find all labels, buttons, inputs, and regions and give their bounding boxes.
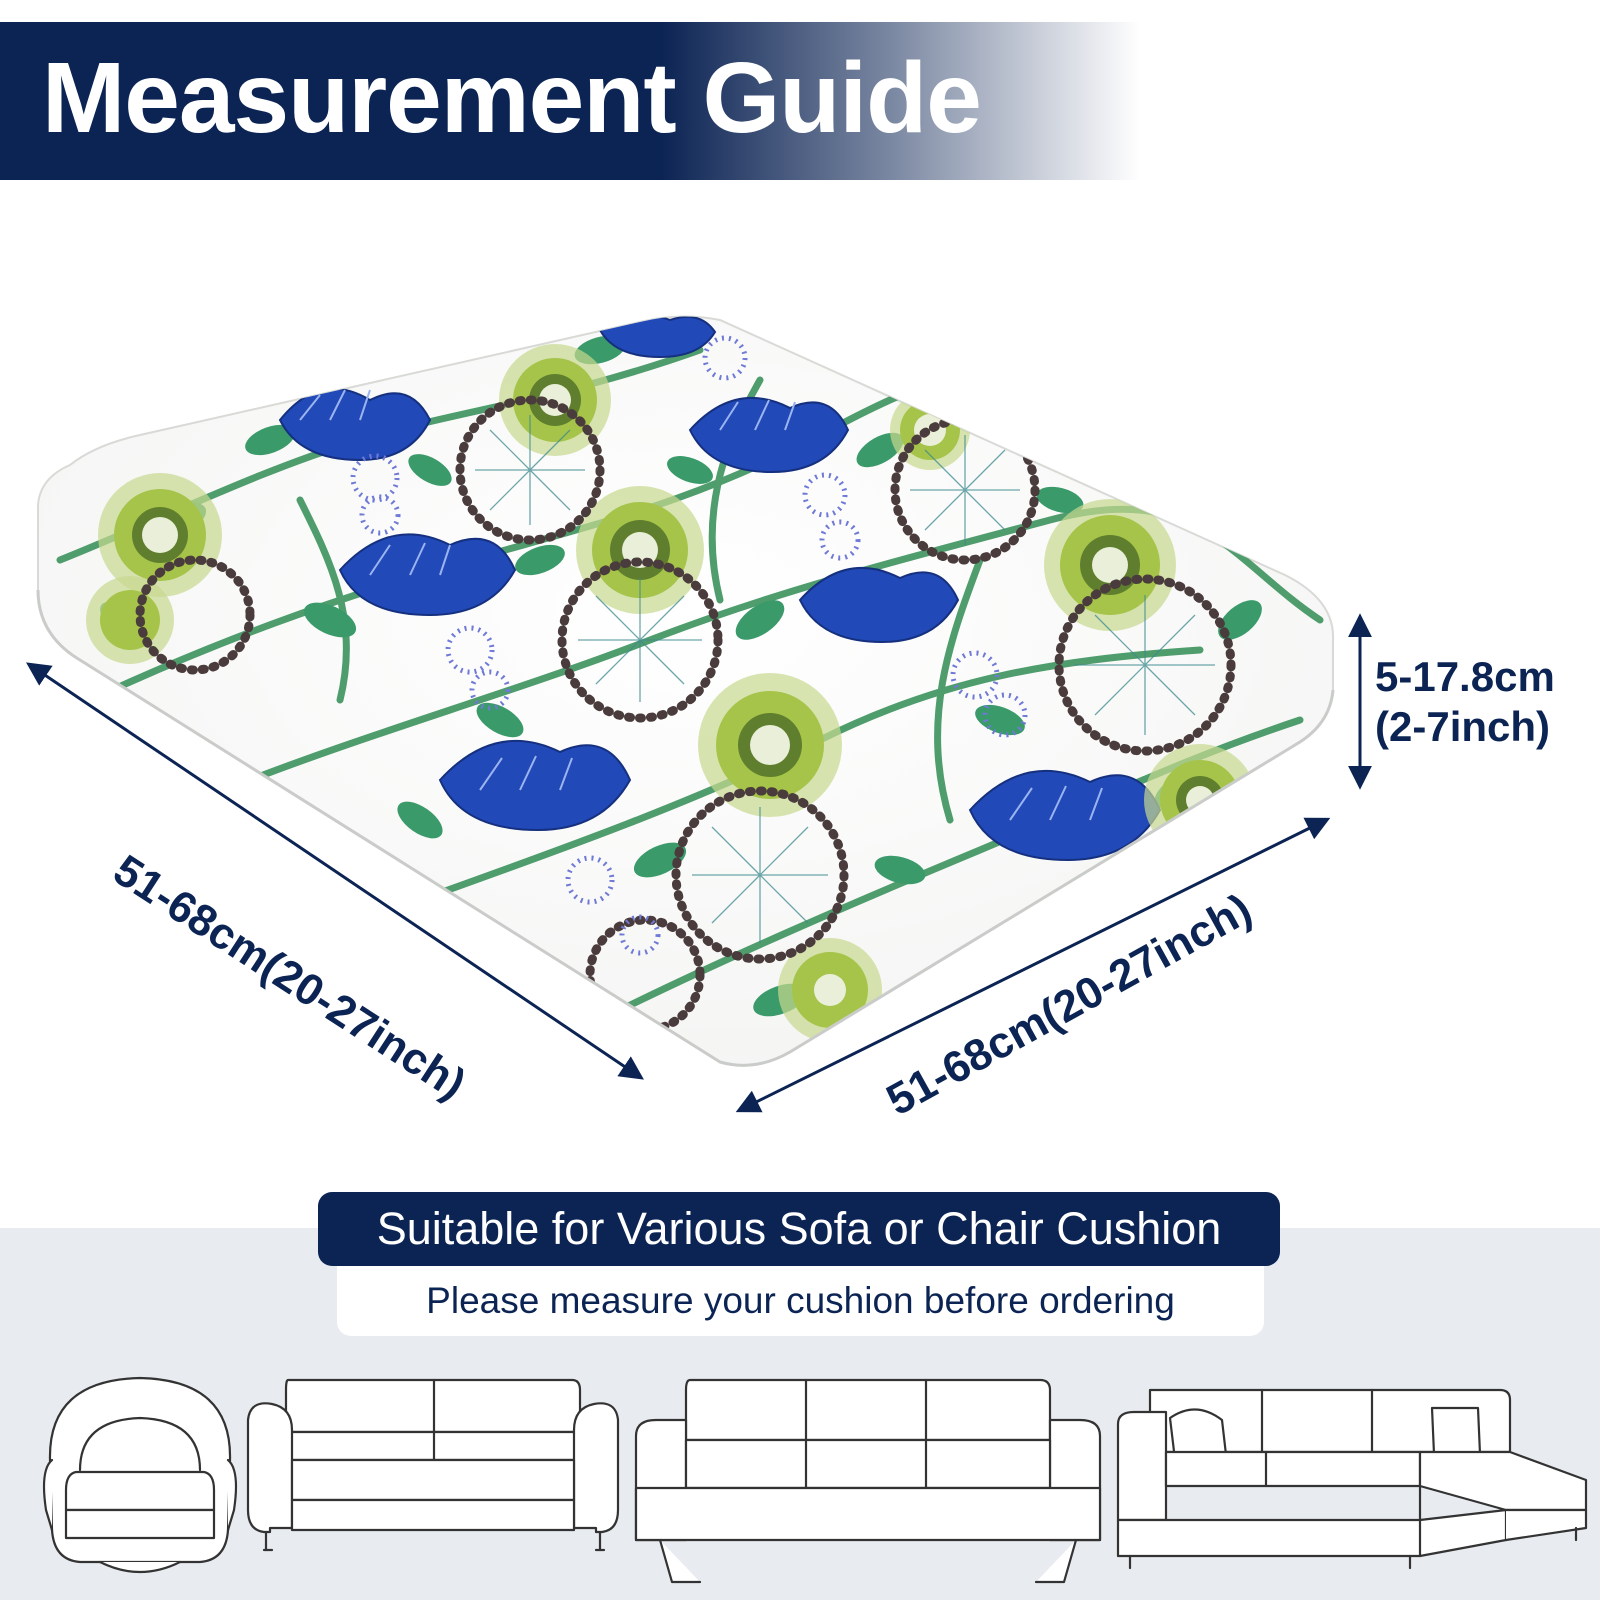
loveseat-icon (246, 1378, 620, 1552)
furniture-row (42, 1376, 1588, 1584)
length-arrow (26, 662, 644, 1080)
note-pill: Please measure your cushion before order… (337, 1266, 1264, 1336)
height-inch: (2-7inch) (1375, 703, 1551, 751)
note-text: Please measure your cushion before order… (426, 1280, 1175, 1321)
page-title: Measurement Guide (42, 42, 982, 154)
height-label: 5-17.8cm (2-7inch) (1375, 652, 1555, 753)
three-seat-sofa-icon (634, 1378, 1102, 1584)
dimension-arrows (26, 613, 1372, 1113)
sectional-sofa-icon (1116, 1388, 1588, 1570)
height-cm: 5-17.8cm (1375, 653, 1555, 700)
armchair-icon (42, 1376, 238, 1574)
headline-pill: Suitable for Various Sofa or Chair Cushi… (318, 1192, 1280, 1266)
headline-text: Suitable for Various Sofa or Chair Cushi… (376, 1203, 1222, 1254)
title-banner (0, 22, 1140, 180)
width-arrow (735, 817, 1331, 1113)
cushion-illustration (26, 315, 1372, 1113)
